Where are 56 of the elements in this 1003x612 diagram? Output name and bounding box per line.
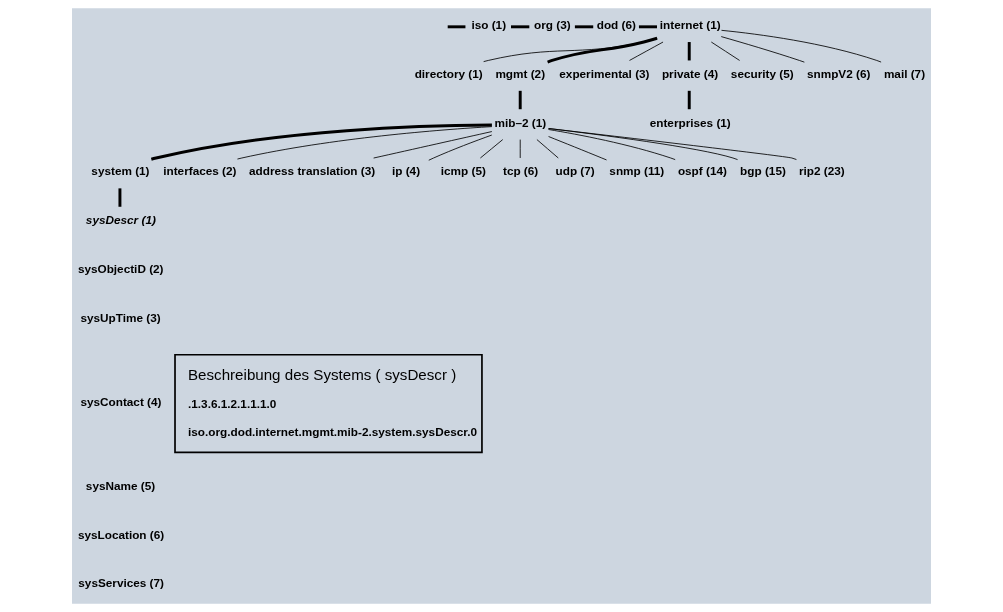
connector <box>536 139 559 159</box>
connector <box>548 128 797 160</box>
node-text: ip (4) <box>391 164 421 178</box>
node-text: mib–2 (1) <box>494 115 547 129</box>
node-text: interfaces (2) <box>163 164 237 178</box>
connector <box>548 129 676 160</box>
connector <box>479 139 504 159</box>
node-text: system (1) <box>91 164 150 178</box>
node-text: snmpV2 (6) <box>806 66 871 80</box>
node-text: private (4) <box>661 66 719 80</box>
node-text: tcp (6) <box>502 164 539 178</box>
node-text: sysName (5) <box>85 478 156 492</box>
connector <box>629 41 664 61</box>
connector <box>721 29 882 63</box>
node-text: security (5) <box>730 66 794 80</box>
connector <box>687 42 691 61</box>
connector <box>483 38 658 63</box>
node-text: directory (1) <box>414 66 483 80</box>
node-text: mgmt (2) <box>495 66 546 80</box>
node-text: sysDescr (1) <box>85 213 156 227</box>
connector <box>720 36 805 63</box>
connector <box>710 41 740 61</box>
connector <box>118 188 122 207</box>
node-text: snmp (11) <box>609 164 665 178</box>
connector <box>638 25 657 29</box>
node-text: icmp (5) <box>440 164 486 178</box>
connector <box>574 25 594 29</box>
node-text: address translation (3) <box>249 164 376 178</box>
node-text: udp (7) <box>555 164 595 178</box>
node-text: sysServices (7) <box>78 576 165 590</box>
node-text: sysContact (4) <box>80 394 162 408</box>
node-text: experimental (3) <box>559 66 650 80</box>
connector <box>518 90 522 110</box>
connector <box>547 36 658 64</box>
node-text: mail (7) <box>883 66 926 80</box>
node-text: org (3) <box>534 18 571 32</box>
connector <box>687 90 691 110</box>
node-text: iso (1) <box>471 18 507 32</box>
connector <box>150 123 492 161</box>
node-text: sysObjectiD (2) <box>77 261 164 275</box>
node-text: rip2 (23) <box>798 164 845 178</box>
connector <box>373 131 493 159</box>
node-text: bgp (15) <box>740 164 786 178</box>
connector <box>237 126 493 160</box>
node-text: enterprises (1) <box>649 115 731 129</box>
connector <box>548 128 738 160</box>
node-box: Beschreibung des Systems ( sysDescr ) .1.3.6.1.2.1.1.1.0 iso.org.dod.internet.mgmt.mib-2.system.sysDescr.0 <box>174 353 483 454</box>
connector <box>548 136 607 161</box>
connector <box>428 134 493 161</box>
node-text: sysLocation (6) <box>77 527 165 541</box>
connector <box>447 25 466 29</box>
node-text: dod (6) <box>596 18 636 32</box>
node-text: internet (1) <box>659 18 721 32</box>
node-text: ospf (14) <box>677 164 727 178</box>
connector <box>511 25 530 29</box>
node-text: sysUpTime (3) <box>80 310 161 324</box>
